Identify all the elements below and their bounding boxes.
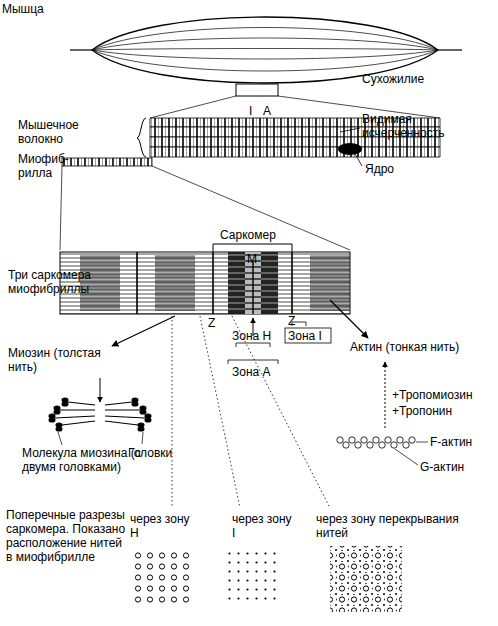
- zone-label: Зона Н: [232, 329, 288, 343]
- band-letter: Z: [208, 316, 220, 330]
- part-label: F-актин: [430, 435, 496, 449]
- band-letter: A: [263, 104, 273, 118]
- part-label: Ядро: [365, 162, 415, 176]
- section-label: через зону Н: [130, 512, 192, 540]
- zone-label: Зона I: [288, 329, 334, 343]
- part-label: +Тропомиозин: [392, 388, 496, 402]
- part-label: Головки: [128, 446, 188, 460]
- part-label: G-актин: [420, 460, 486, 474]
- part-label: Миофиб- рилла: [18, 152, 74, 180]
- band-letter: М: [247, 252, 261, 266]
- caption-note: Поперечные разрезы саркомера. Показано р…: [6, 508, 130, 564]
- section-label: через зону перекрывания нитей: [316, 512, 466, 540]
- part-label: Три саркомера миофибриллы: [8, 268, 126, 296]
- part-label: Актин (тонкая нить): [350, 340, 470, 354]
- part-label: Саркомер: [220, 228, 292, 242]
- part-label: Сухожилие: [362, 72, 452, 86]
- part-label: Миозин (толстая нить): [8, 346, 118, 374]
- band-letter: Z: [288, 314, 300, 328]
- part-label: +Тропонин: [392, 404, 492, 418]
- band-letter: I: [249, 104, 259, 118]
- part-label: Видимая исчерченность: [362, 112, 472, 140]
- zone-label: Зона А: [232, 365, 288, 379]
- part-label: Мышечное волокно: [18, 118, 98, 146]
- section-label: через зону I: [232, 512, 294, 540]
- part-label: Мышца: [2, 2, 72, 16]
